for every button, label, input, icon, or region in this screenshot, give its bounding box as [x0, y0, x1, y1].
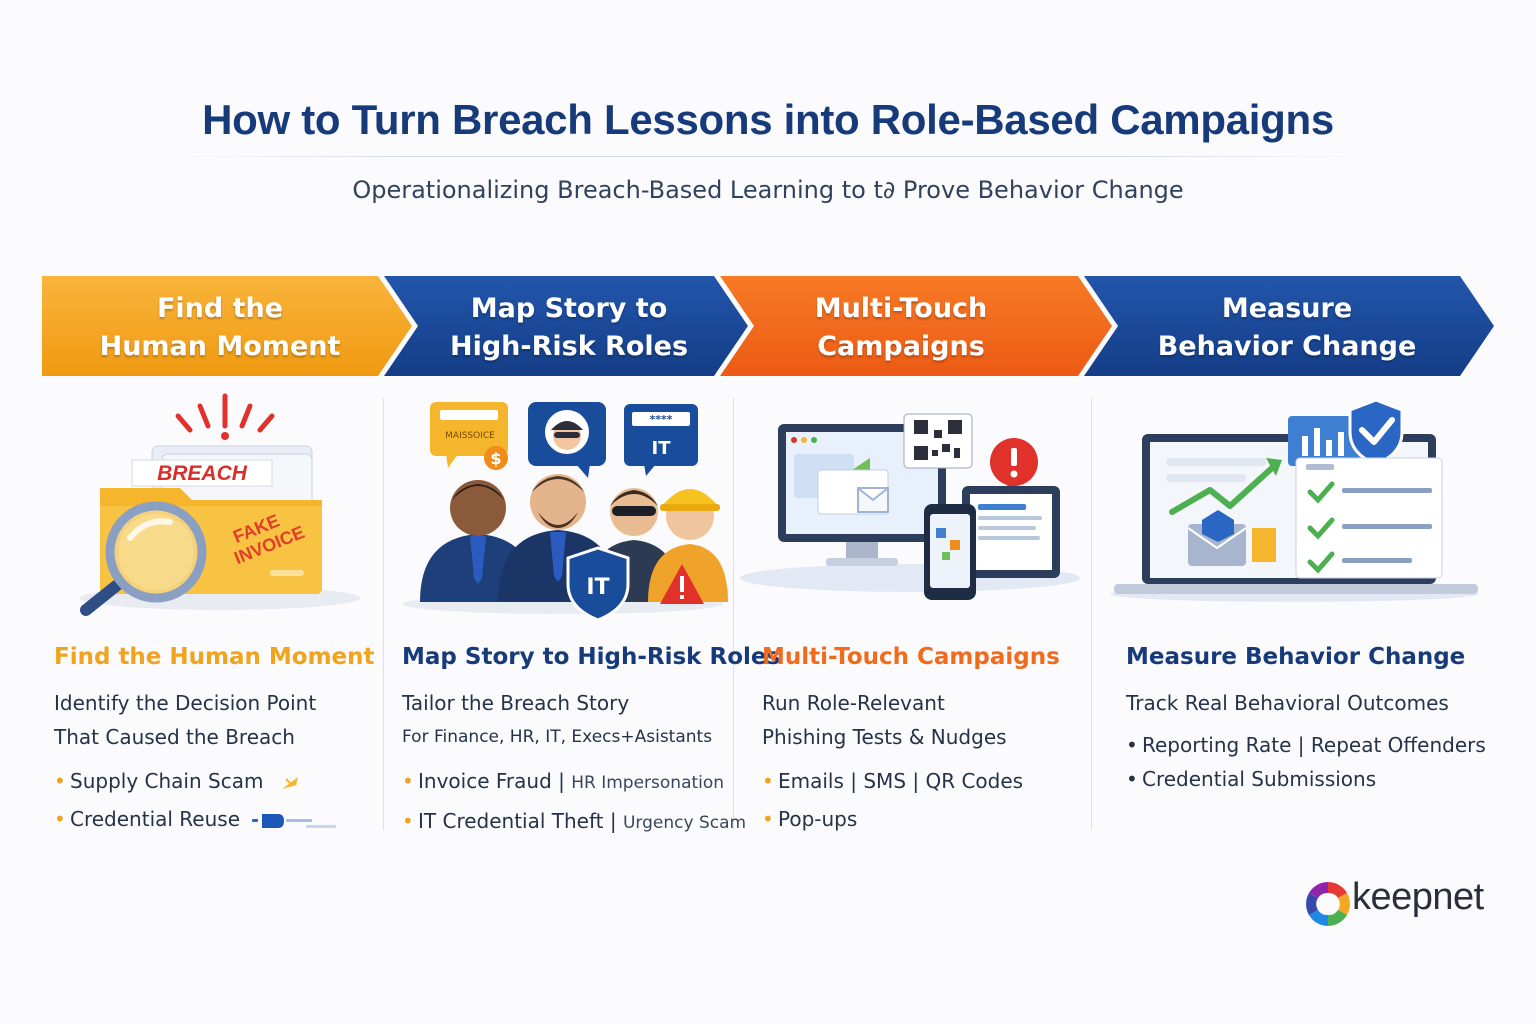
warning-triangle-icon [660, 564, 704, 604]
breach-folder-illustration: BREACH FAKE INVOICE [80, 393, 360, 616]
arrow-label-2: Map Story to High-Risk Roles [396, 290, 742, 366]
step-2-heading: Map Story to High-Risk Roles [402, 644, 781, 670]
invoice-bubble-icon: MAISSOICE $ [430, 402, 508, 470]
it-shield-icon: IT [566, 546, 630, 622]
list-item: •Emails | SMS | QR Codes [762, 769, 1024, 793]
arrow-step-2 [384, 276, 748, 376]
pointing-hand-icon [252, 813, 337, 828]
alert-burst-icon [175, 393, 275, 433]
step-4-description: Track Real Behavioral Outcomes [1126, 686, 1486, 720]
step-3-bullets: •Emails | SMS | QR Codes •Pop-ups [762, 762, 1060, 838]
arrow-label-3-line1: Multi-Touch [814, 293, 988, 324]
hacker-bubble-icon [528, 402, 606, 478]
column-divider-1 [383, 398, 384, 830]
it-bubble-icon: **** IT [624, 404, 698, 476]
invoice-bubble-text: MAISSOICE [445, 431, 495, 441]
step-1-heading: Find the Human Moment [54, 644, 375, 670]
step-3-heading: Multi-Touch Campaigns [762, 644, 1060, 670]
alert-bubble-icon [990, 438, 1038, 494]
page-subtitle: Operationalizing Breach-Based Learning t… [352, 176, 1184, 204]
it-shield-text: IT [586, 575, 609, 600]
step-3-description: Run Role-Relevant Phishing Tests & Nudge… [762, 686, 1060, 754]
breach-label: BREACH [157, 462, 248, 485]
step-1-column: Find the Human Moment Identify the Decis… [54, 644, 375, 838]
step-1-description: Identify the Decision Point That Caused … [54, 686, 375, 754]
arrow-label-1-line1: Find the [156, 293, 284, 324]
sparkle-arrow-icon [281, 776, 304, 789]
roles-illustration: MAISSOICE $ **** IT [403, 402, 728, 622]
magnifying-glass-icon [80, 501, 207, 616]
arrow-label-3: Multi-Touch Campaigns [730, 290, 1072, 366]
keepnet-logo-icon [1306, 882, 1350, 926]
bullet-text: IT Credential Theft [418, 809, 604, 833]
tablet-icon [962, 486, 1060, 578]
column-divider-2 [733, 398, 734, 830]
bullet-text: Reporting Rate | Repeat Offenders [1142, 733, 1486, 757]
arrow-label-4: Measure Behavior Change [1104, 290, 1470, 366]
column-divider-3 [1091, 398, 1092, 830]
step-4-bullets: •Reporting Rate | Repeat Offenders •Cred… [1126, 728, 1486, 796]
bullet-text: Invoice Fraud [418, 769, 552, 793]
step-1-desc-line2: That Caused the Breach [54, 725, 295, 749]
step-2-desc-line2: For Finance, HR, IT, Execs+Asistants [402, 727, 713, 747]
checkmark-shield-icon [1348, 398, 1404, 466]
step-4-desc-line1: Track Real Behavioral Outcomes [1126, 691, 1449, 715]
svg-text:$: $ [490, 449, 501, 468]
step-3-column: Multi-Touch Campaigns Run Role-Relevant … [762, 644, 1060, 838]
dashboard-illustration [1110, 398, 1478, 602]
arrow-label-2-line1: Map Story to [470, 293, 668, 324]
page-title: How to Turn Breach Lessons into Role-Bas… [202, 96, 1334, 143]
list-item: •Supply Chain Scam [54, 762, 375, 800]
password-stars: **** [649, 413, 672, 426]
email-envelope-icon [1187, 510, 1276, 566]
qr-code-icon [903, 413, 973, 469]
it-bubble-text: IT [652, 438, 672, 459]
step-2-bullets: •Invoice Fraud | HR Impersonation •IT Cr… [402, 762, 780, 842]
keepnet-logo-text: keepnet [1352, 876, 1484, 918]
arrow-label-1-line2: Human Moment [99, 331, 341, 362]
arrow-label-3-line2: Campaigns [817, 331, 985, 362]
list-item: •Credential Reuse [54, 800, 375, 838]
arrow-label-4-line2: Behavior Change [1157, 331, 1417, 362]
step-4-column: Measure Behavior Change Track Real Behav… [1126, 644, 1486, 796]
list-item: •IT Credential Theft | Urgency Scam [402, 809, 747, 833]
arrow-step-4 [1084, 276, 1494, 376]
step-3-desc-line1: Run Role-Relevant [762, 691, 945, 715]
list-item: •Credential Submissions [1126, 767, 1377, 791]
arrow-label-1: Find the Human Moment [42, 290, 398, 366]
bullet-text: Emails | SMS | QR Codes [778, 769, 1024, 793]
bullet-extra: Urgency Scam [622, 813, 747, 833]
step-4-heading: Measure Behavior Change [1126, 644, 1466, 670]
bullet-separator: | [558, 769, 565, 793]
arrow-step-3 [720, 276, 1112, 376]
list-item: •Reporting Rate | Repeat Offenders [1126, 733, 1486, 757]
step-2-column: Map Story to High-Risk Roles Tailor the … [402, 644, 780, 842]
process-arrows [42, 276, 1494, 376]
step-1-desc-line1: Identify the Decision Point [54, 691, 317, 715]
step-1-bullets: •Supply Chain Scam •Credential Reuse [54, 762, 375, 838]
step-2-desc-line1: Tailor the Breach Story [402, 691, 630, 715]
bullet-separator: | [609, 809, 617, 833]
bullet-text: Pop-ups [778, 807, 858, 831]
bar-chart-icon [1288, 416, 1368, 466]
bullet-text: Credential Reuse [70, 807, 240, 831]
construction-worker-icon [648, 489, 728, 602]
bullet-extra: HR Impersonation [571, 773, 725, 793]
arrow-label-4-line1: Measure [1221, 293, 1353, 324]
bullet-text: Supply Chain Scam [70, 769, 264, 793]
checklist-icon [1295, 457, 1443, 579]
arrow-label-2-line2: High-Risk Roles [449, 331, 689, 362]
step-3-desc-line2: Phishing Tests & Nudges [762, 725, 1007, 749]
list-item: •Invoice Fraud | HR Impersonation [402, 769, 725, 793]
trend-arrow-icon [1169, 458, 1282, 515]
smartphone-icon [924, 504, 976, 600]
title-divider [170, 156, 1366, 157]
devices-illustration [740, 413, 1080, 600]
bullet-text: Credential Submissions [1142, 767, 1377, 791]
arrow-step-1 [42, 276, 412, 376]
step-2-description: Tailor the Breach Story For Finance, HR,… [402, 686, 780, 754]
list-item: •Pop-ups [762, 807, 858, 831]
